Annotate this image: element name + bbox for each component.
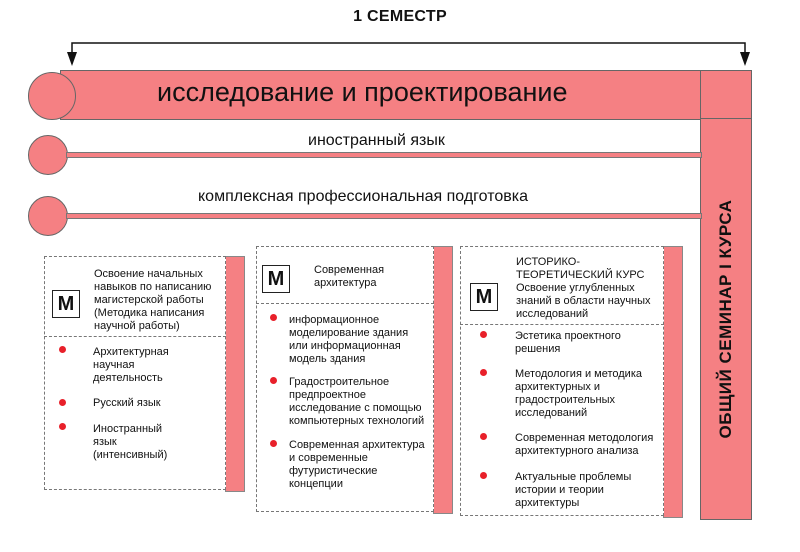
module-1-divider (44, 336, 226, 337)
bullet-icon (59, 423, 66, 430)
item-line: компьютерных технологий (289, 415, 425, 427)
module-3-title-line: Освоение углубленных (516, 282, 635, 294)
item-line: исследований (515, 407, 588, 419)
item-line: язык (93, 436, 117, 448)
module-3-title-line: исследований (516, 308, 589, 320)
bullet-icon (59, 346, 66, 353)
module-3-title-line: знаний в области научных (516, 295, 651, 307)
module-2-item: Современная архитектура и современные фу… (289, 439, 425, 491)
item-line: истории и теории (515, 484, 604, 496)
item-line: архитектурных и (515, 381, 601, 393)
item-line: и современные (289, 452, 368, 464)
module-2 (256, 246, 434, 512)
module-2-item: информационное моделирование здания или … (289, 314, 408, 366)
item-line: Архитектурная (93, 346, 169, 358)
module-2-title-line: Современная (314, 264, 385, 276)
item-line: Русский язык (93, 397, 161, 409)
module-2-title: Современная архитектура (314, 264, 429, 290)
item-line: решения (515, 343, 561, 355)
bullet-icon (480, 369, 487, 376)
bullet-icon (270, 377, 277, 384)
item-line: архитектурного анализа (515, 445, 639, 457)
item-line: градостроительных (515, 394, 615, 406)
bullet-icon (270, 314, 277, 321)
bullet-icon (480, 331, 487, 338)
module-3-bar (663, 246, 683, 518)
main-track-right-block (700, 70, 752, 120)
module-3-title-line: ТЕОРЕТИЧЕСКИЙ КУРС (516, 269, 645, 281)
module-3-item: Эстетика проектного решения (515, 330, 621, 356)
item-line: Иностранный (93, 423, 163, 435)
module-1-item: Иностранный язык (интенсивный) (93, 423, 167, 462)
item-line: Градостроительное (289, 376, 390, 388)
main-track-band (60, 70, 752, 120)
professional-track-circle (28, 196, 68, 236)
module-1-item: Архитектурная научная деятельность (93, 346, 169, 385)
module-3-title-line: ИСТОРИКО- (516, 256, 581, 268)
item-line: предпроектное (289, 389, 366, 401)
right-arrowhead-icon (740, 52, 750, 66)
semester-title: 1 СЕМЕСТР (353, 8, 447, 25)
module-1-title-line: магистерской работы (94, 294, 204, 306)
left-arrowhead-icon (67, 52, 77, 66)
seminar-label: ОБЩИЙ СЕМИНАР I КУРСА (716, 199, 735, 439)
main-track-label: исследование и проектирование (157, 77, 568, 107)
item-line: футуристические (289, 465, 378, 477)
span-bracket-line (71, 42, 746, 62)
semester-span-arrow (67, 42, 750, 66)
item-line: архитектуры (515, 497, 580, 509)
module-2-title-line: архитектура (314, 277, 377, 289)
item-line: концепции (289, 478, 343, 490)
language-track-circle (28, 135, 68, 175)
item-line: моделирование здания (289, 327, 409, 339)
item-line: Актуальные проблемы (515, 471, 632, 483)
bullet-icon (270, 440, 277, 447)
language-track-line (66, 152, 702, 158)
professional-track-line (66, 213, 702, 219)
module-2-badge: М (262, 265, 290, 293)
module-3-divider (460, 324, 664, 325)
module-3-item: Методология и методика архитектурных и г… (515, 368, 642, 420)
module-3-item: Актуальные проблемы истории и теории арх… (515, 471, 631, 510)
seminar-column: ОБЩИЙ СЕМИНАР I КУРСА (700, 118, 752, 520)
module-1-badge: М (52, 290, 80, 318)
bullet-icon (59, 399, 66, 406)
module-1-item: Русский язык (93, 397, 161, 410)
bullet-icon (480, 433, 487, 440)
item-line: модель здания (289, 353, 366, 365)
item-line: информационное (289, 314, 380, 326)
item-line: деятельность (93, 372, 163, 384)
item-line: научная (93, 359, 135, 371)
bullet-icon (480, 472, 487, 479)
module-1-title-line: Освоение начальных (94, 268, 203, 280)
item-line: Современная архитектура (289, 439, 425, 451)
module-1-title-line: научной работы) (94, 320, 180, 332)
professional-track-label: комплексная профессиональная подготовка (198, 188, 528, 205)
item-line: (интенсивный) (93, 449, 168, 461)
module-1-bar (225, 256, 245, 492)
module-1-title: Освоение начальных навыков по написанию … (94, 268, 224, 333)
module-2-bar (433, 246, 453, 514)
module-2-item: Градостроительное предпроектное исследов… (289, 376, 424, 428)
item-line: или информационная (289, 340, 401, 352)
item-line: Современная методология (515, 432, 654, 444)
item-line: Эстетика проектного (515, 330, 621, 342)
module-1-title-line: навыков по написанию (94, 281, 212, 293)
module-2-divider (256, 303, 434, 304)
item-line: Методология и методика (515, 368, 642, 380)
language-track-label: иностранный язык (308, 132, 445, 149)
module-3-title: ИСТОРИКО- ТЕОРЕТИЧЕСКИЙ КУРС Освоение уг… (516, 256, 662, 321)
item-line: исследование с помощью (289, 402, 422, 414)
module-1-title-line: (Методика написания (94, 307, 205, 319)
module-3-badge: М (470, 283, 498, 311)
main-track-circle (28, 72, 76, 120)
module-3-item: Современная методология архитектурного а… (515, 432, 653, 458)
